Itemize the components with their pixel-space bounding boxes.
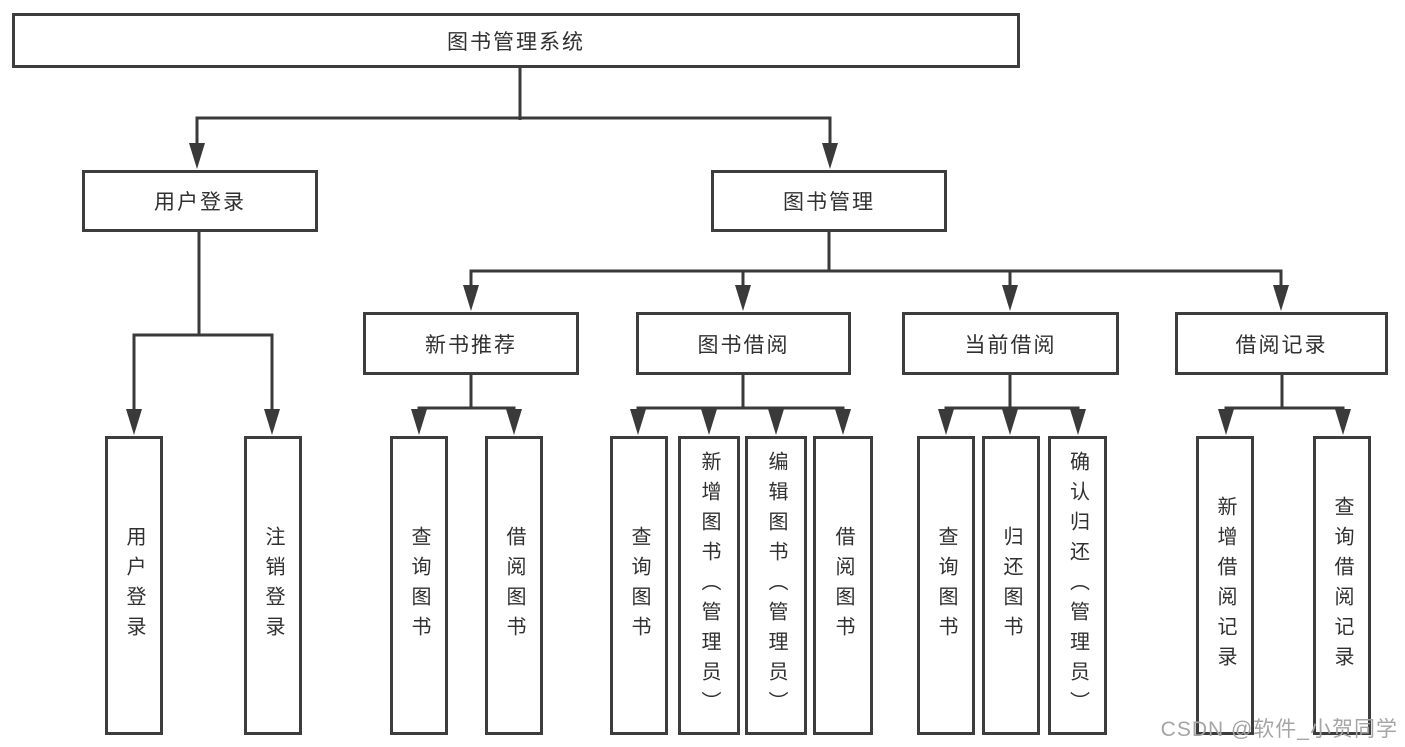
node-label: 查询图书 [628,525,650,646]
arrowhead [411,409,427,435]
leaf-user-login: 用户登录 [105,436,163,735]
connector-new-book-recommend-to-leaves [411,375,522,435]
node-label: 图书管理系统 [447,30,585,54]
node-label: 新增借阅记录 [1214,495,1236,676]
node-label: 查询借阅记录 [1331,495,1353,676]
node-label: 借阅记录 [1235,333,1328,357]
arrowhead [835,409,851,435]
node-label: 用户登录 [123,525,145,646]
node-label: 当前借阅 [964,333,1057,357]
node-book-management: 图书管理 [711,170,947,232]
node-label: 归还图书 [1000,525,1022,646]
node-label: 新书推荐 [425,333,517,357]
leaf-edit-book-admin: 编辑图书（管理员） [745,436,807,735]
node-label: 借阅图书 [503,525,525,646]
node-label: 用户登录 [154,191,246,214]
node-label: 图书借阅 [697,333,790,357]
node-label: 注销登录 [262,525,284,646]
arrowhead [701,409,717,435]
leaf-logout: 注销登录 [244,436,302,735]
node-label: 查询图书 [935,525,957,646]
connector-user-login-to-leaves [126,232,280,435]
arrowhead [126,409,142,435]
leaf-add-borrow-record: 新增借阅记录 [1196,436,1254,735]
leaf-query-borrow-record: 查询借阅记录 [1313,436,1371,735]
arrowhead [1335,409,1351,435]
arrowhead [463,285,479,311]
node-label: 确认归还（管理员） [1066,450,1089,721]
arrowhead [1002,409,1018,435]
arrowhead [189,143,205,169]
leaf-borrow-book-borrowing: 借阅图书 [813,436,873,735]
leaf-return-book: 归还图书 [982,436,1040,735]
leaf-query-book-current: 查询图书 [917,436,975,735]
arrowhead [822,143,838,169]
arrowhead [768,409,784,435]
node-book-borrowing: 图书借阅 [636,312,851,375]
node-label: 图书管理 [783,191,875,214]
node-current-borrowing: 当前借阅 [902,312,1119,375]
node-borrowing-records: 借阅记录 [1175,312,1388,375]
arrowhead [264,409,280,435]
arrowhead [1218,409,1234,435]
arrowhead [1273,285,1289,311]
connector-book-borrowing-to-leaves [630,375,851,435]
watermark-csdn: CSDN @软件_小贺同学 [1160,718,1398,741]
arrowhead [938,409,954,435]
arrowhead [1070,409,1086,435]
node-label: 新增图书（管理员） [698,450,720,721]
arrowhead [630,409,646,435]
arrowhead [1002,285,1018,311]
leaf-confirm-return-admin: 确认归还（管理员） [1048,436,1107,735]
leaf-add-book-admin: 新增图书（管理员） [678,436,740,735]
leaf-query-book-borrowing: 查询图书 [610,436,668,735]
node-label: 查询图书 [408,525,430,646]
leaf-borrow-book-recommend: 借阅图书 [485,436,543,735]
arrowhead [506,409,522,435]
connector-root-to-branches [189,68,838,169]
arrowhead [735,285,751,311]
leaf-query-book-recommend: 查询图书 [390,436,448,735]
node-library-management-system: 图书管理系统 [12,13,1020,68]
connector-book-management-to-modules [463,232,1289,311]
connector-borrowing-records-to-leaves [1218,375,1351,435]
connector-current-borrowing-to-leaves [938,375,1086,435]
node-label: 借阅图书 [832,525,854,646]
node-user-login: 用户登录 [82,170,318,232]
node-new-book-recommend: 新书推荐 [363,312,579,375]
node-label: 编辑图书（管理员） [765,450,787,721]
